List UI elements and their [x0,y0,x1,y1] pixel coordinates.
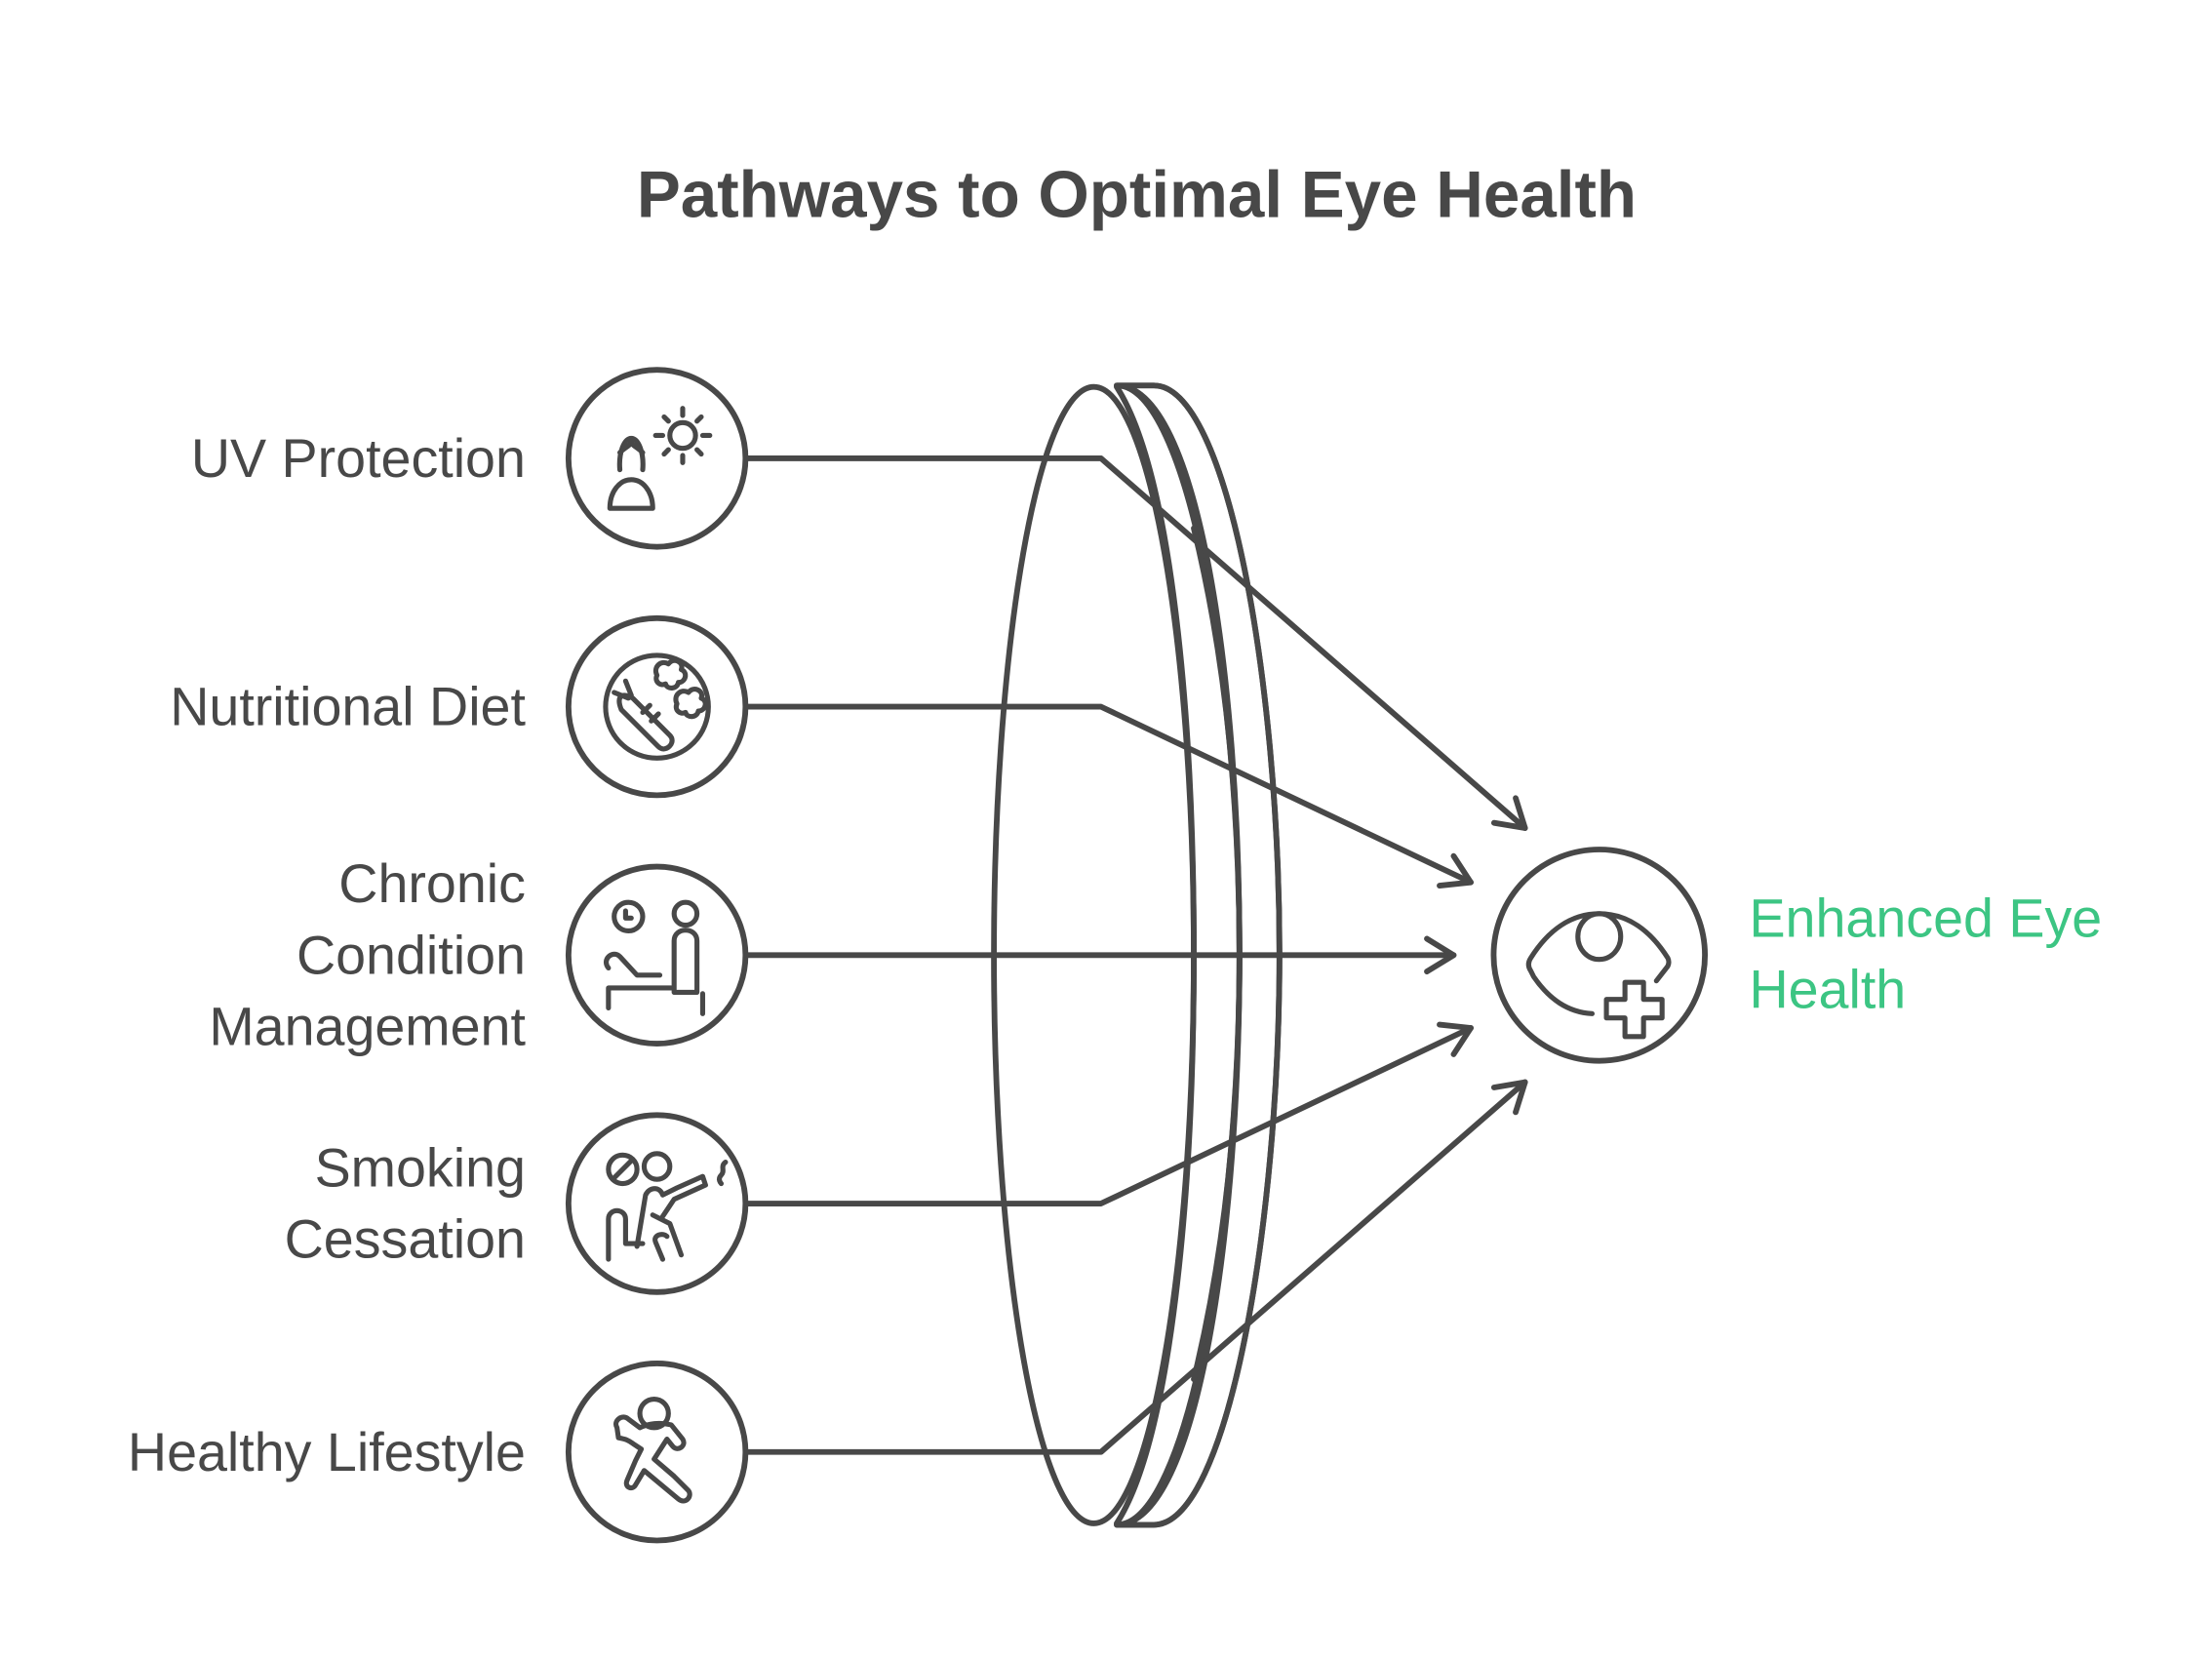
carrot-plate-icon [603,652,711,761]
no-smoking-person-icon [606,1151,729,1262]
connectors [742,454,1528,1455]
arrowhead-icon [1424,935,1457,975]
output-label-line-2: Health [1749,959,1906,1019]
arrowhead-icon [1437,1021,1474,1057]
arrowhead-icon [1490,1079,1528,1116]
input-circle [565,1112,749,1295]
input-circle [565,863,749,1047]
patient-doctor-clock-icon [604,899,706,1016]
running-person-icon [613,1397,692,1504]
output-label: Enhanced Eye Health [1749,888,2116,1019]
connector-5 [742,1079,1528,1455]
output-circle [1490,847,1709,1064]
output-node: Enhanced Eye Health [1490,847,2116,1064]
input-node: UV Protection [191,367,749,550]
person-sun-icon [607,406,713,511]
input-label: UV Protection [191,428,526,489]
input-label-line-1: Smoking [315,1137,526,1198]
input-node: Healthy Lifestyle [128,1361,749,1544]
arrowhead-icon [1437,852,1474,889]
input-label-line-1: Nutritional Diet [170,677,526,737]
input-label: Healthy Lifestyle [128,1422,526,1482]
input-circle [565,1361,749,1544]
input-label-line-1: Chronic [338,853,526,914]
input-label-line-1: Healthy Lifestyle [128,1422,526,1482]
input-node: Nutritional Diet [170,614,749,799]
input-label: Nutritional Diet [170,677,526,737]
arrowhead-icon [1490,795,1528,831]
input-label-line-1: UV Protection [191,428,526,489]
diagram-title: Pathways to Optimal Eye Health [637,159,1637,232]
connector-2 [742,703,1474,886]
input-label-line-2: Condition [296,925,526,985]
input-label-line-2: Cessation [285,1209,526,1270]
input-circle [565,367,749,550]
connector-4 [742,1025,1474,1206]
connector-1 [742,454,1528,831]
input-circle [565,614,749,799]
input-label-line-3: Management [209,997,526,1057]
eye-plus-icon [1525,911,1672,1040]
output-label-line-1: Enhanced Eye [1749,888,2102,948]
